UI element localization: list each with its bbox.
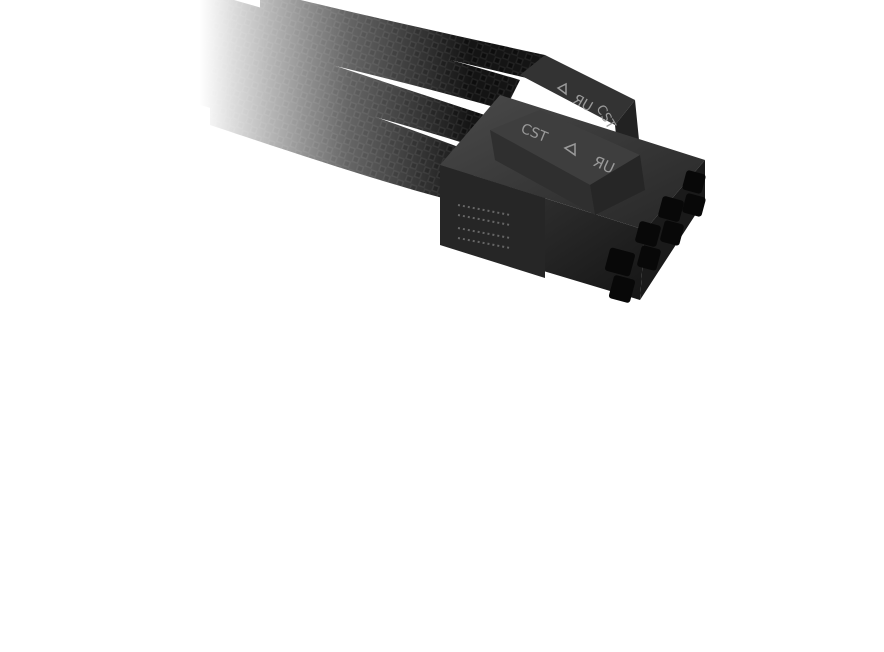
side-markings (457, 204, 511, 249)
pin-sockets (605, 170, 706, 303)
sleeved-wires (150, 0, 545, 220)
triangle-icon (556, 82, 576, 157)
